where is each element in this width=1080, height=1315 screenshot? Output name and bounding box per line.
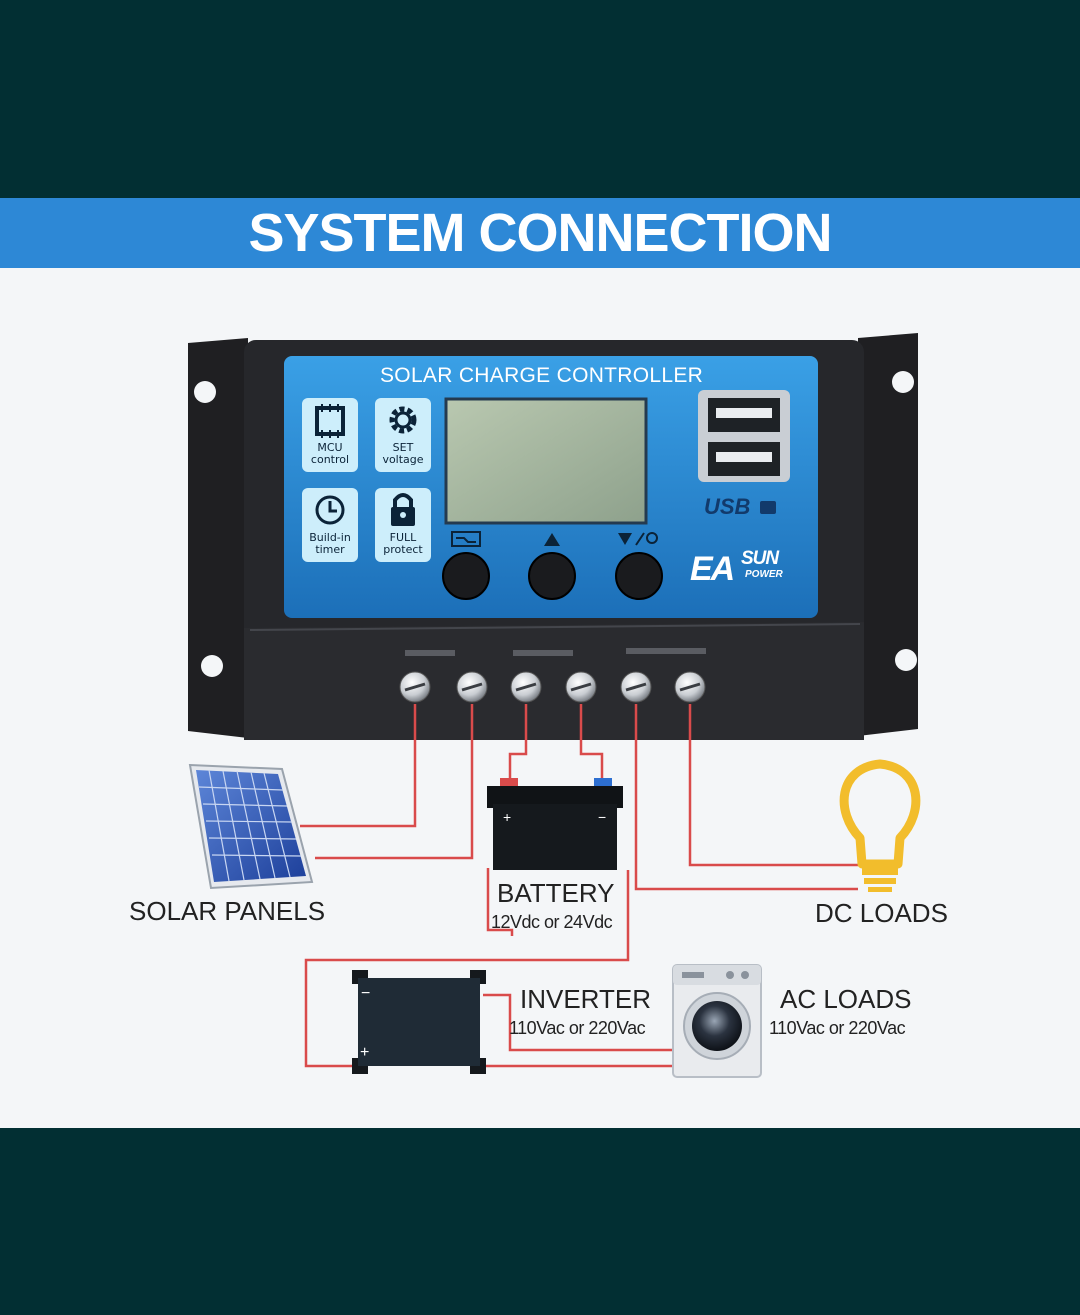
menu-icon (451, 531, 481, 547)
terminal-block (244, 622, 864, 740)
wire-solar-positive (300, 704, 417, 828)
wire-battery-negative (579, 704, 604, 786)
solar-panels-label: SOLAR PANELS (129, 896, 326, 926)
gear-icon (389, 406, 417, 434)
feature-label-mcu: MCU control (310, 441, 350, 466)
wiring (300, 704, 858, 1068)
washing-machine-icon (672, 964, 762, 1078)
battery-spec: 12Vdc or 24Vdc (491, 912, 613, 932)
terminal-screws (399, 671, 706, 703)
battery-label: BATTERY (497, 878, 615, 908)
up-arrow-icon (544, 533, 560, 546)
mounting-hole (194, 381, 216, 403)
usb-label: USB (704, 494, 751, 519)
left-mounting-bracket (188, 338, 248, 738)
usb-logo-plug (760, 501, 776, 514)
mounting-hole (895, 649, 917, 671)
solar-panel-illustration (188, 763, 314, 890)
brand-logo-sub: SUN (741, 548, 779, 569)
dc-loads-label: DC LOADS (815, 898, 948, 928)
right-mounting-bracket (858, 333, 918, 736)
chip-icon (315, 404, 345, 438)
controller-title: SOLAR CHARGE CONTROLLER (380, 364, 704, 387)
wire-inverter-positive (304, 870, 630, 1068)
inverter-spec: 110Vac or 220Vac (509, 1018, 646, 1038)
header-banner: SYSTEM CONNECTION (0, 198, 1080, 268)
terminal-markings (405, 648, 706, 656)
wire-spare (486, 868, 514, 936)
light-bulb-illustration (839, 759, 921, 892)
lcd-screen (444, 397, 648, 525)
feature-label-timer: Build-in timer (309, 531, 351, 556)
down-arrow-icon (618, 532, 658, 546)
mounting-hole (201, 655, 223, 677)
lock-icon (391, 493, 415, 526)
inverter-plus-mark: + (360, 1044, 369, 1061)
inverter-minus-mark: − (361, 985, 370, 1002)
battery-minus-mark: − (598, 809, 606, 825)
inverter-label: INVERTER (520, 984, 651, 1014)
up-button[interactable] (528, 552, 576, 600)
feature-label-protect: FULL protect (383, 531, 423, 556)
ac-loads-spec: 110Vac or 220Vac (769, 1018, 906, 1038)
wire-load-negative (688, 704, 858, 867)
feature-label-set-voltage: SET voltage (382, 441, 424, 466)
wire-solar-negative (315, 704, 474, 860)
clock-icon (315, 495, 345, 525)
mounting-hole (892, 371, 914, 393)
feature-badge-set-voltage (375, 398, 431, 472)
ac-loads-label: AC LOADS (780, 984, 912, 1014)
battery-positive-terminal (500, 778, 518, 788)
page-title: SYSTEM CONNECTION (248, 203, 832, 263)
wire-battery-positive (508, 704, 528, 786)
battery-illustration: + − (487, 778, 623, 870)
battery-plus-mark: + (503, 809, 511, 825)
down-button[interactable] (615, 552, 663, 600)
battery-negative-terminal (594, 778, 612, 788)
brand-logo-main: EA (690, 550, 735, 588)
wire-load-positive (634, 704, 858, 891)
inverter-illustration: − + (352, 970, 486, 1074)
charge-controller (188, 333, 918, 740)
menu-button[interactable] (442, 552, 490, 600)
brand-tagline: POWER (745, 569, 783, 580)
wire-ac-live (483, 993, 675, 1052)
